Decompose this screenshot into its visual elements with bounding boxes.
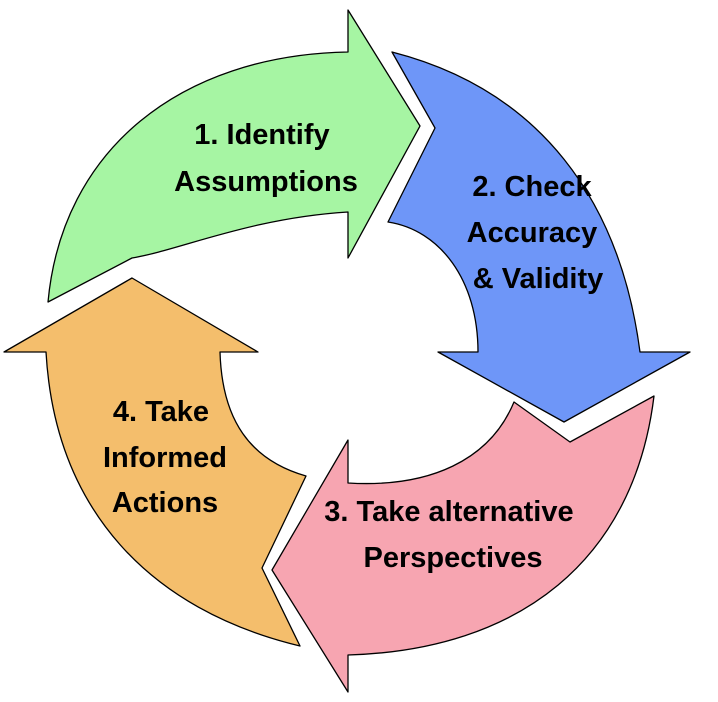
step-1-label: 1. Identify Assumptions <box>174 119 358 198</box>
step-1-arrow <box>47 9 421 303</box>
step-2-label-line-2: Accuracy <box>467 217 598 249</box>
step-4-label-line-2: Informed <box>103 442 227 474</box>
step-2-label-line-1: 2. Check <box>472 171 592 203</box>
step-3-arrow <box>271 395 655 693</box>
step-2-label-line-3: & Validity <box>473 263 604 295</box>
step-4-arrow <box>3 277 307 647</box>
step-3-label: 3. Take alternative Perspectives <box>324 496 581 574</box>
step-1-label-line-2: Assumptions <box>174 166 358 198</box>
step-2-label: 2. Check Accuracy & Validity <box>467 171 606 295</box>
step-4-label-line-1: 4. Take <box>113 396 209 428</box>
step-4-label: 4. Take Informed Actions <box>103 396 235 519</box>
step-1-label-line-1: 1. Identify <box>194 119 329 151</box>
step-4-label-line-3: Actions <box>112 487 218 519</box>
step-3-label-line-2: Perspectives <box>364 542 543 574</box>
step-2-arrow <box>387 51 691 423</box>
step-3-label-line-1: 3. Take alternative <box>324 496 573 528</box>
